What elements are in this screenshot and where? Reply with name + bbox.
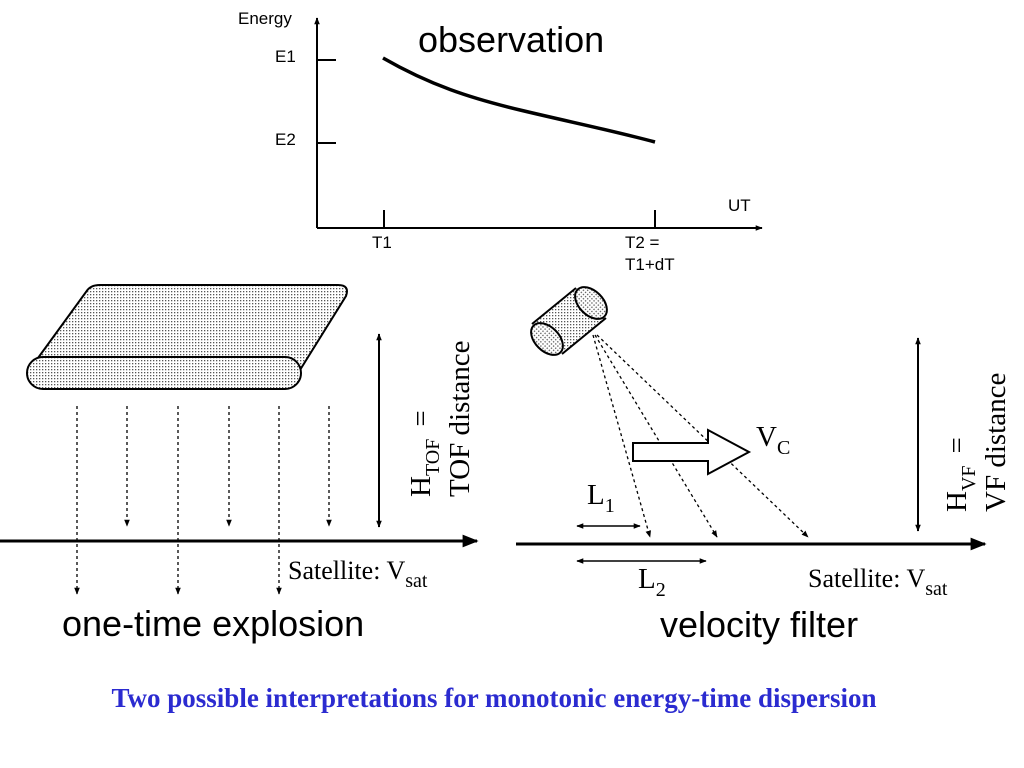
l2-label: L2 <box>638 563 666 601</box>
one-time-explosion-panel: HTOF= TOF distance Satellite: Vsat one-t… <box>0 284 479 644</box>
source-cylinder <box>530 286 608 356</box>
trajectory-l1 <box>592 334 651 538</box>
tof-height-label: HTOF= <box>405 410 444 497</box>
convection-arrow <box>632 428 752 476</box>
cylinder-front-cap <box>530 322 564 356</box>
explosion-slab-top <box>36 284 348 372</box>
ut-axis-label: UT <box>728 196 751 215</box>
trajectory-l3 <box>596 334 809 538</box>
observation-title: observation <box>418 19 604 60</box>
slide-caption: Two possible interpretations for monoton… <box>111 683 877 713</box>
vc-label: VC <box>756 421 790 459</box>
tof-distance-label: TOF distance <box>444 340 476 497</box>
satellite-label-right: Satellite: Vsat <box>808 564 948 600</box>
particle-trajectories <box>74 406 332 595</box>
one-time-explosion-title: one-time explosion <box>62 603 364 644</box>
energy-axis-label: Energy <box>238 9 292 28</box>
velocity-filter-panel: VC L1 L2 HVF= VF distance Satellite: Vsa… <box>516 286 1012 645</box>
observation-graph: Energy E1 E2 observation UT T1 T2 = T1+d… <box>238 9 763 274</box>
t2-label: T2 = <box>625 233 660 252</box>
cylinder-edge-bottom <box>561 317 607 355</box>
e1-label: E1 <box>275 47 296 66</box>
explosion-slab-front <box>26 356 302 390</box>
filtered-trajectories <box>592 334 809 538</box>
satellite-label-left: Satellite: Vsat <box>288 556 428 592</box>
l1-label: L1 <box>587 479 615 517</box>
cylinder-edge-top <box>531 287 577 325</box>
vf-distance-label: VF distance <box>980 373 1012 512</box>
cylinder-back-cap <box>574 286 608 320</box>
t1-label: T1 <box>372 233 392 252</box>
t2-label-continued: T1+dT <box>625 255 675 274</box>
vf-height-label: HVF= <box>941 437 980 512</box>
e2-label: E2 <box>275 130 296 149</box>
velocity-filter-title: velocity filter <box>660 604 858 645</box>
dispersion-curve <box>382 56 656 144</box>
